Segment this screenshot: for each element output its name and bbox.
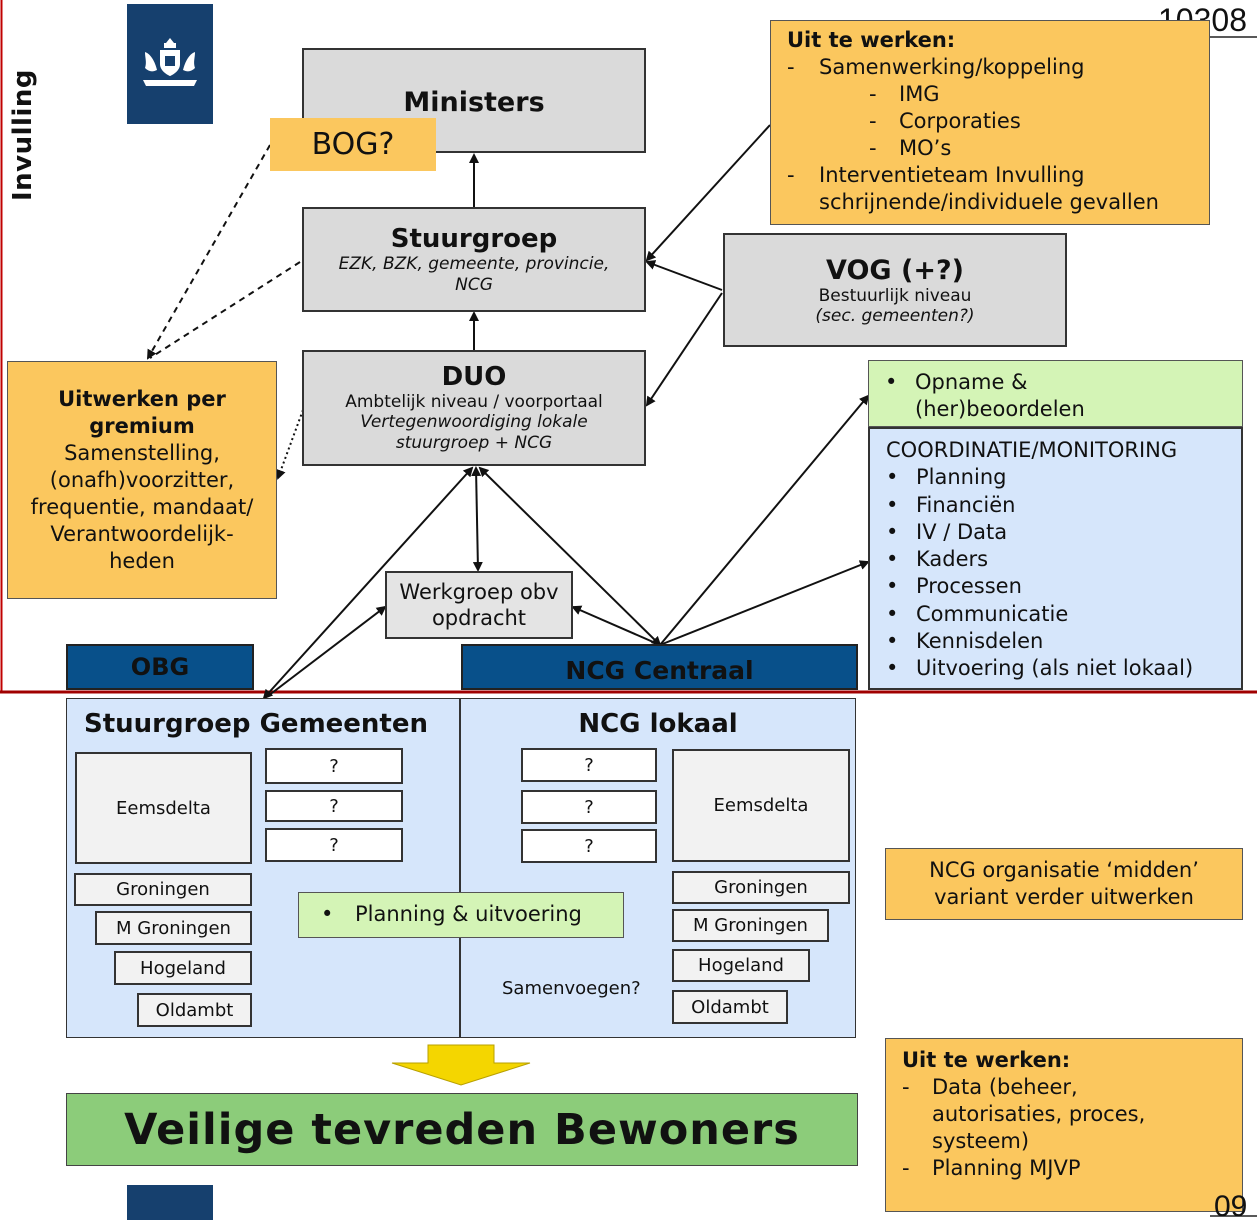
uit-te-werken-bottom-title: Uit te werken: (902, 1048, 1071, 1072)
item-interventieteam: Interventieteam Invulling schrijnende/in… (819, 163, 1159, 214)
right-question-1: ? (521, 748, 657, 782)
right-question-3: ? (521, 829, 657, 863)
item-data: Data (beheer, autorisaties, proces, syst… (932, 1075, 1146, 1153)
vog-line2: (sec. gemeenten?) (815, 305, 975, 326)
sub-item-img: IMG (899, 82, 940, 106)
bog-box: BOG? (270, 118, 436, 171)
ncg-lokaal-title: NCG lokaal (578, 709, 738, 739)
coord-item-processen: Processen (916, 574, 1022, 599)
left-eemsdelta: Eemsdelta (75, 752, 252, 864)
lokaal-panel-divider (459, 699, 461, 1037)
coord-item-communicatie: Communicatie (916, 601, 1069, 626)
stuurgroep-gemeenten-title: Stuurgroep Gemeenten (84, 709, 429, 739)
left-question-1: ? (265, 748, 403, 784)
left-question-2: ? (265, 790, 403, 822)
right-oldambt: Oldambt (672, 990, 788, 1024)
ministers-box: Ministers (302, 48, 646, 153)
left-question-3: ? (265, 828, 403, 862)
duo-title: DUO (441, 362, 507, 392)
coord-item-financien: Financiën (916, 492, 1016, 517)
rijksoverheid-logo (127, 4, 213, 124)
right-groningen: Groningen (672, 871, 850, 904)
obg-bar: OBG (66, 644, 254, 690)
stuurgroep-title: Stuurgroep (390, 223, 558, 254)
uit-te-werken-top-title: Uit te werken: (787, 28, 956, 52)
duo-box: DUO Ambtelijk niveau / voorportaal Verte… (302, 350, 646, 466)
coat-of-arms-icon (143, 38, 197, 86)
left-groningen: Groningen (74, 873, 252, 906)
uitwerken-gremium-body: Samenstelling, (onafh)voorzitter, freque… (30, 440, 254, 573)
duo-line1: Ambtelijk niveau / voorportaal (345, 392, 603, 412)
samenvoegen-label: Samenvoegen? (502, 978, 641, 999)
werkgroep-box: Werkgroep obv opdracht (385, 571, 573, 639)
coord-item-kaders: Kaders (916, 547, 989, 572)
right-hogeland: Hogeland (672, 949, 810, 982)
sub-item-mos: MO’s (899, 136, 952, 160)
planning-uitvoering-box: •Planning & uitvoering (298, 892, 624, 938)
uit-te-werken-top-box: Uit te werken: -Samenwerking/koppeling -… (770, 20, 1210, 225)
left-hogeland: Hogeland (114, 951, 252, 985)
item-planning-mjvp: Planning MJVP (932, 1156, 1081, 1180)
right-m-groningen: M Groningen (672, 909, 829, 942)
item-samenwerking: Samenwerking/koppeling (819, 55, 1085, 79)
left-m-groningen: M Groningen (95, 911, 252, 945)
vog-box: VOG (+?) Bestuurlijk niveau (sec. gemeen… (723, 233, 1067, 347)
vog-title: VOG (+?) (826, 254, 964, 286)
ncg-centraal-bar: NCG Centraal (461, 644, 858, 690)
sub-item-corporaties: Corporaties (899, 109, 1021, 133)
opname-text: Opname & (her)beoordelen (915, 370, 1085, 421)
opname-box: •Opname & (her)beoordelen (868, 360, 1243, 427)
right-question-2: ? (521, 790, 657, 824)
down-arrow-icon (391, 1044, 531, 1086)
ncg-midden-box: NCG organisatie ‘midden’ variant verder … (885, 848, 1243, 920)
uit-te-werken-bottom-box: Uit te werken: -Data (beheer, autorisati… (885, 1038, 1243, 1212)
coord-item-uitvoering: Uitvoering (als niet lokaal) (916, 656, 1194, 681)
uitwerken-gremium-title: Uitwerken per gremium (58, 386, 226, 438)
ministers-title: Ministers (403, 87, 545, 118)
left-oldambt: Oldambt (137, 993, 252, 1027)
coord-item-iv-data: IV / Data (916, 519, 1008, 544)
veilige-bewoners-banner: Veilige tevreden Bewoners (66, 1093, 858, 1166)
stuurgroep-subtitle: EZK, BZK, gemeente, provincie, NCG (338, 253, 610, 295)
side-label: Invulling (8, 69, 38, 201)
coord-item-kennisdelen: Kennisdelen (916, 629, 1044, 654)
coord-item-planning: Planning (916, 465, 1007, 490)
duo-line2: Vertegenwoordiging lokale stuurgroep + N… (360, 412, 588, 453)
uitwerken-per-gremium-box: Uitwerken per gremium Samenstelling, (on… (7, 361, 277, 599)
coordinatie-title: COORDINATIE/MONITORING (886, 438, 1178, 462)
document-number-bottom: 09 (1214, 1190, 1248, 1223)
vog-line1: Bestuurlijk niveau (818, 285, 972, 306)
rijksoverheid-logo-bottom (127, 1185, 213, 1220)
stuurgroep-box: Stuurgroep EZK, BZK, gemeente, provincie… (302, 207, 646, 312)
coordinatie-box: COORDINATIE/MONITORING •Planning •Financ… (868, 427, 1243, 690)
right-eemsdelta: Eemsdelta (672, 749, 850, 862)
